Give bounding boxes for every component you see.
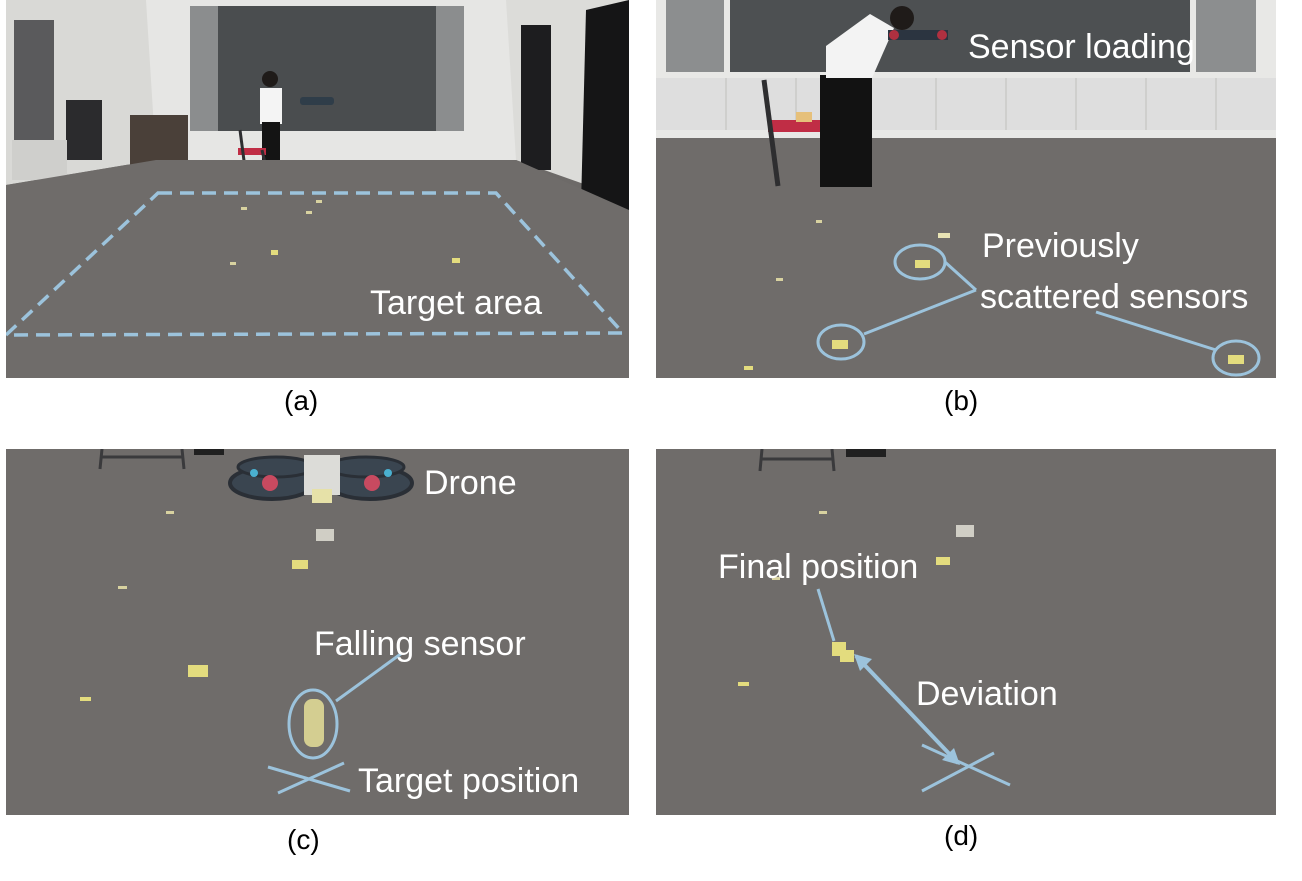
caption-a: (a)	[284, 385, 319, 416]
caption-b: (b)	[944, 385, 979, 416]
photo-panel-d: Final position Deviation	[656, 449, 1276, 815]
highlight-circle-2	[816, 323, 866, 361]
photo-panel-b: Sensor loading Previously scattered sens…	[656, 0, 1276, 378]
sensor-loading-label: Sensor loading	[968, 28, 1195, 66]
falling-sensor-label: Falling sensor	[314, 625, 526, 663]
final-position-label: Final position	[718, 548, 919, 586]
falling-sensor-photo	[6, 449, 629, 815]
room-wide-view-photo	[6, 0, 629, 378]
deviation-label: Deviation	[916, 675, 1058, 713]
scattered-sensors-label: scattered sensors	[980, 278, 1249, 316]
highlight-circle-3	[1211, 339, 1261, 377]
caption-c: (c)	[287, 824, 320, 855]
target-area-label: Target area	[370, 284, 542, 322]
falling-sensor-circle	[287, 688, 339, 760]
target-cross-stroke-2	[277, 761, 345, 795]
target-area-outline	[6, 191, 627, 337]
deviation-photo	[656, 449, 1276, 815]
drone-shape	[228, 455, 414, 503]
drone-label: Drone	[424, 464, 517, 502]
caption-d: (d)	[944, 820, 979, 851]
photo-panel-c: Drone Falling sensor Target position	[6, 449, 629, 815]
previously-label: Previously	[982, 227, 1139, 265]
photo-panel-a: Target area	[6, 0, 629, 378]
deviation-line	[854, 654, 960, 765]
deviation-arrowhead-end	[942, 748, 960, 765]
sensor-loading-photo	[656, 0, 1276, 378]
deviation-arrowhead-start	[854, 654, 872, 671]
target-position-label: Target position	[358, 762, 580, 800]
target-cross-stroke-2	[921, 751, 995, 793]
target-cross-stroke-1	[921, 743, 1011, 787]
